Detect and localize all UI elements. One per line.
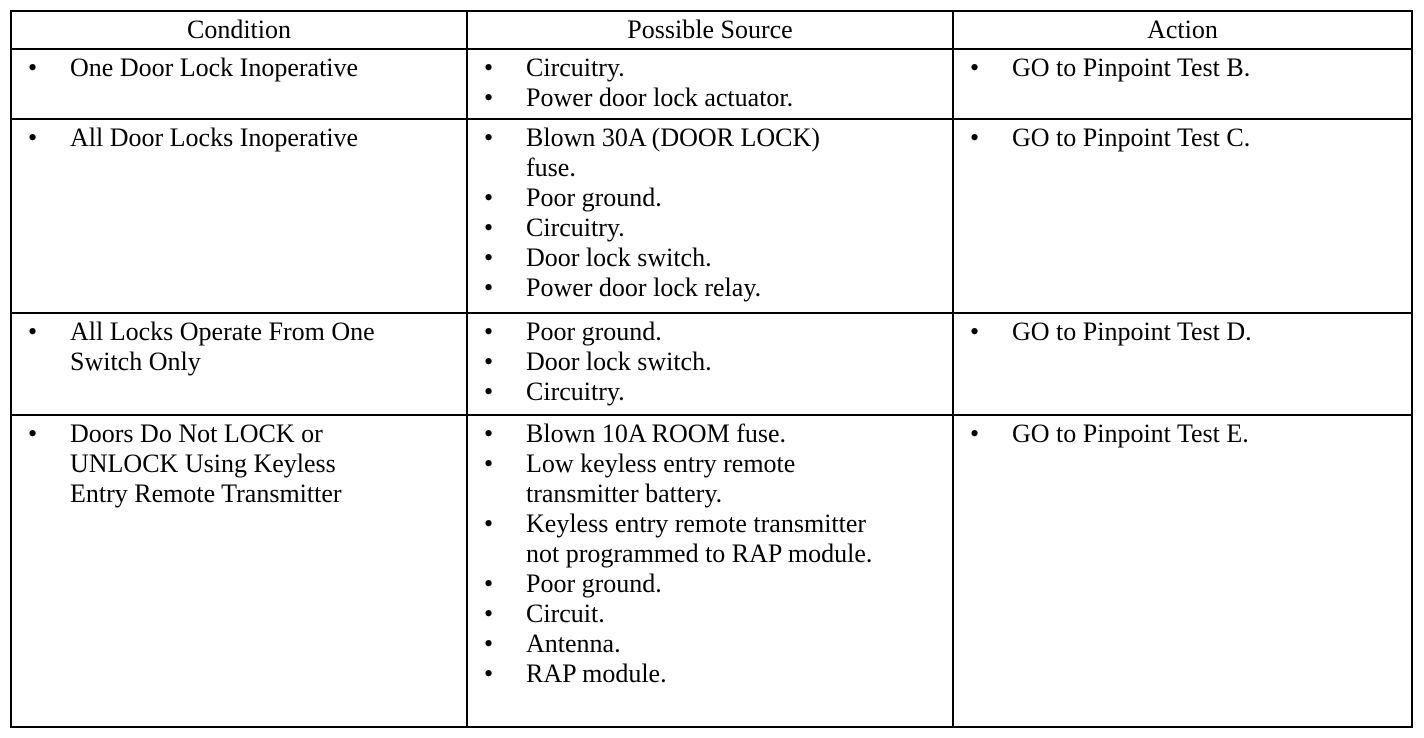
list-item: • GO to Pinpoint Test E. <box>954 419 1411 449</box>
source-text: Blown 30A (DOOR LOCK) fuse. <box>526 123 820 182</box>
source-text: Circuitry. <box>526 53 625 82</box>
list-item: • GO to Pinpoint Test C. <box>954 123 1411 153</box>
list-item: • Door lock switch. <box>468 347 952 377</box>
condition-cell: • One Door Lock Inoperative <box>10 48 468 120</box>
bullet: • <box>484 183 494 212</box>
action-text: GO to Pinpoint Test B. <box>1012 53 1251 82</box>
source-text: RAP module. <box>526 659 667 688</box>
list-item: • Circuitry. <box>468 213 952 243</box>
list-item: • All Locks Operate From One Switch Only <box>12 317 466 377</box>
bullet: • <box>484 419 494 448</box>
bullet: • <box>484 243 494 272</box>
bullet: • <box>484 449 494 478</box>
list-item: • Doors Do Not LOCK or UNLOCK Using Keyle… <box>12 419 466 509</box>
bullet: • <box>970 317 980 346</box>
source-cell: • Circuitry. • Power door lock actuator. <box>466 48 954 120</box>
list-item: • Circuit. <box>468 599 952 629</box>
bullet: • <box>484 347 494 376</box>
bullet: • <box>484 213 494 242</box>
source-text: Low keyless entry remote transmitter bat… <box>526 449 796 508</box>
bullet: • <box>484 273 494 302</box>
list-item: • Door lock switch. <box>468 243 952 273</box>
bullet: • <box>970 419 980 448</box>
condition-text: All Locks Operate From One Switch Only <box>70 317 375 376</box>
action-text: GO to Pinpoint Test C. <box>1012 123 1251 152</box>
source-text: Poor ground. <box>526 183 662 212</box>
header-possible-source: Possible Source <box>466 10 954 50</box>
list-item: • GO to Pinpoint Test B. <box>954 53 1411 83</box>
table-row: • One Door Lock Inoperative • Circuitry. •… <box>10 48 1413 120</box>
list-item: • Blown 30A (DOOR LOCK) fuse. <box>468 123 952 183</box>
list-item: • Power door lock relay. <box>468 273 952 303</box>
source-cell: • Blown 10A ROOM fuse. • Low keyless entry… <box>466 414 954 728</box>
list-item: • Poor ground. <box>468 569 952 599</box>
header-action: Action <box>952 10 1413 50</box>
source-cell: • Poor ground. • Door lock switch. • Circui… <box>466 312 954 416</box>
source-cell: • Blown 30A (DOOR LOCK) fuse. • Poor groun… <box>466 118 954 314</box>
diagnosis-table: Condition Possible Source Action • One Do… <box>10 10 1413 728</box>
list-item: • Low keyless entry remote transmitter ba… <box>468 449 952 509</box>
list-item: • Blown 10A ROOM fuse. <box>468 419 952 449</box>
bullet: • <box>970 53 980 82</box>
source-text: Poor ground. <box>526 317 662 346</box>
action-cell: • GO to Pinpoint Test C. <box>952 118 1413 314</box>
source-text: Keyless entry remote transmitter not pro… <box>526 509 873 568</box>
action-cell: • GO to Pinpoint Test E. <box>952 414 1413 728</box>
source-text: Antenna. <box>526 629 621 658</box>
source-text: Power door lock actuator. <box>526 83 794 112</box>
list-item: • Antenna. <box>468 629 952 659</box>
bullet: • <box>484 659 494 688</box>
source-text: Circuitry. <box>526 213 625 242</box>
bullet: • <box>484 53 494 82</box>
action-cell: • GO to Pinpoint Test B. <box>952 48 1413 120</box>
bullet: • <box>28 53 38 82</box>
table-row: • Doors Do Not LOCK or UNLOCK Using Keyle… <box>10 414 1413 728</box>
source-text: Door lock switch. <box>526 347 712 376</box>
list-item: • Circuitry. <box>468 53 952 83</box>
bullet: • <box>484 569 494 598</box>
bullet: • <box>484 83 494 112</box>
source-text: Circuitry. <box>526 377 625 406</box>
condition-text: All Door Locks Inoperative <box>70 123 359 152</box>
bullet: • <box>28 317 38 346</box>
bullet: • <box>484 377 494 406</box>
list-item: • Power door lock actuator. <box>468 83 952 113</box>
source-text: Power door lock relay. <box>526 273 762 302</box>
list-item: • All Door Locks Inoperative <box>12 123 466 153</box>
list-item: • One Door Lock Inoperative <box>12 53 466 83</box>
bullet: • <box>484 599 494 628</box>
condition-text: Doors Do Not LOCK or UNLOCK Using Keyles… <box>70 419 342 508</box>
header-row: Condition Possible Source Action <box>10 10 1413 50</box>
header-condition: Condition <box>10 10 468 50</box>
source-text: Poor ground. <box>526 569 662 598</box>
condition-text: One Door Lock Inoperative <box>70 53 359 82</box>
list-item: • Poor ground. <box>468 183 952 213</box>
bullet: • <box>28 123 38 152</box>
list-item: • GO to Pinpoint Test D. <box>954 317 1411 347</box>
condition-cell: • Doors Do Not LOCK or UNLOCK Using Keyle… <box>10 414 468 728</box>
bullet: • <box>484 317 494 346</box>
list-item: • Poor ground. <box>468 317 952 347</box>
bullet: • <box>970 123 980 152</box>
list-item: • Keyless entry remote transmitter not pr… <box>468 509 952 569</box>
source-text: Circuit. <box>526 599 605 628</box>
action-text: GO to Pinpoint Test D. <box>1012 317 1252 346</box>
condition-cell: • All Locks Operate From One Switch Only <box>10 312 468 416</box>
bullet: • <box>484 509 494 538</box>
bullet: • <box>484 123 494 152</box>
action-cell: • GO to Pinpoint Test D. <box>952 312 1413 416</box>
bullet: • <box>28 419 38 448</box>
table-row: • All Door Locks Inoperative • Blown 30A (… <box>10 118 1413 314</box>
source-text: Door lock switch. <box>526 243 712 272</box>
source-text: Blown 10A ROOM fuse. <box>526 419 787 448</box>
list-item: • Circuitry. <box>468 377 952 407</box>
bullet: • <box>484 629 494 658</box>
table-row: •All Locks Operate From One Switch Only … <box>10 312 1413 416</box>
action-text: GO to Pinpoint Test E. <box>1012 419 1249 448</box>
condition-cell: • All Door Locks Inoperative <box>10 118 468 314</box>
list-item: • RAP module. <box>468 659 952 689</box>
